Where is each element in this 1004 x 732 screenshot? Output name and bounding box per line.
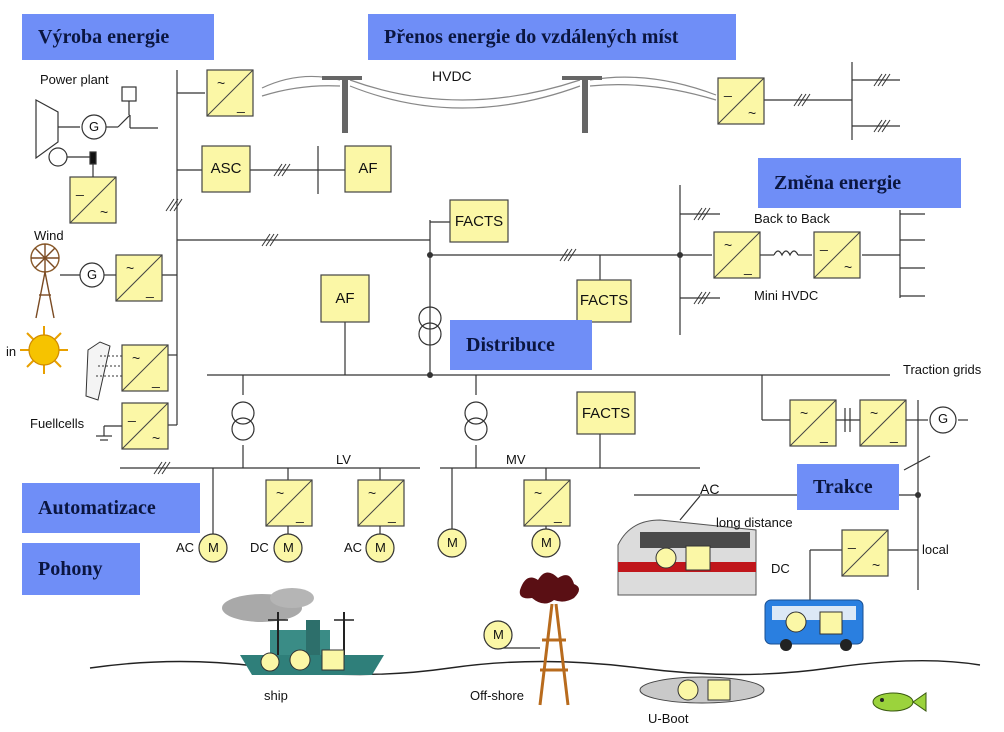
traction-generator [929,406,957,434]
hvdc-terminal-lines [764,62,900,140]
converter-icon [841,529,889,577]
facts-label-bottom: FACTS [581,405,631,422]
switch-line [903,455,931,471]
converter-icon [789,399,837,447]
section-label-automatizace: Automatizace [22,483,200,533]
wind-generator [60,262,116,288]
hvdc-label: HVDC [432,68,472,84]
converter-icon [859,399,907,447]
facts-box-top [449,199,509,243]
motor-m-symbol: M [208,540,219,555]
sun-icon [20,326,68,374]
lv-label: LV [336,452,351,467]
generator-g-symbol: G [938,411,949,426]
facts-box-bottom [576,391,636,435]
converter-icon [206,69,254,117]
section-label-prenos: Přenos energie do vzdálených míst [368,14,736,60]
ac-line-label: AC [700,481,720,497]
facts-label-mid: FACTS [579,292,629,309]
offshore-label: Off-shore [470,688,524,703]
facts-label-top: FACTS [454,213,504,230]
junction-dots [427,252,921,498]
af-box-mid [320,274,370,323]
back-to-back-link [760,210,925,298]
converter-icon [69,176,117,224]
af-label-top: AF [358,160,378,177]
motor-m-symbol: M [375,540,386,555]
converter-icon [115,254,163,302]
back-to-back-label: Back to Back [754,211,830,226]
transformer-symbol [464,401,488,441]
fuelcells-label: Fuellcells [30,416,85,431]
motor-m-symbol: M [541,535,552,550]
sea-surface [89,659,981,676]
af-box-top [344,145,392,193]
dc-link-capacitor [844,408,851,432]
transformer-symbol [231,401,255,441]
dc-line-label: DC [771,561,790,576]
mini-hvdc-label: Mini HVDC [754,288,819,303]
asc-box [201,145,251,193]
section-label-distribuce: Distribuce [450,320,592,370]
facts-branch [344,185,720,375]
section-label-pohony: Pohony [22,543,140,595]
ship-icon [222,588,384,675]
hvdc-towers [322,76,602,133]
wind-label: Wind [34,228,64,243]
fuelcell-icon [96,425,122,441]
asc-label: ASC [210,160,242,177]
motor-ac-label: AC [176,540,195,555]
uboot-icon [639,676,765,704]
facts-box-mid [576,279,632,323]
sun-label: in [6,344,17,359]
converter-icon [265,479,313,527]
converter-icon [121,344,169,392]
bus-icon [764,599,864,651]
asc-branch [250,146,345,194]
wind-turbine-icon [30,243,60,319]
mv-label: MV [506,452,526,467]
section-label-zmena: Změna energie [758,158,961,208]
ship-label: ship [264,688,288,703]
motor-m-symbol: M [447,535,458,550]
motor-feeders [287,526,547,534]
section-label-vyroba: Výroba energie [22,14,214,60]
power-plant-icon [35,86,137,177]
local-label: local [922,542,949,557]
converter-icon [713,231,761,279]
hvdc-lines [261,75,717,109]
section-label-trakce: Trakce [797,464,899,510]
converter-icon [121,402,169,450]
uboot-label: U-Boot [648,711,689,726]
fish-icon [872,692,927,712]
train-icon [617,495,757,596]
three-phase-mark [165,198,183,212]
motor-ac2-label: AC [344,540,363,555]
generator-g-symbol: G [87,267,98,282]
motor-m-symbol: M [283,540,294,555]
offshore-rig-icon [496,572,579,706]
motor-dc-label: DC [250,540,269,555]
left-bus [130,70,430,426]
traction-grids-label: Traction grids [903,362,982,377]
converter-icon [357,479,405,527]
solar-panel-icon [85,341,122,401]
generator-g-symbol: G [89,119,100,134]
af-label-mid: AF [335,290,355,307]
converter-icon [813,231,861,279]
converter-icon [523,479,571,527]
converter-icon [717,77,765,125]
power-plant-label: Power plant [40,72,109,87]
long-distance-label: long distance [716,515,793,530]
motor-m-symbol: M [493,627,504,642]
